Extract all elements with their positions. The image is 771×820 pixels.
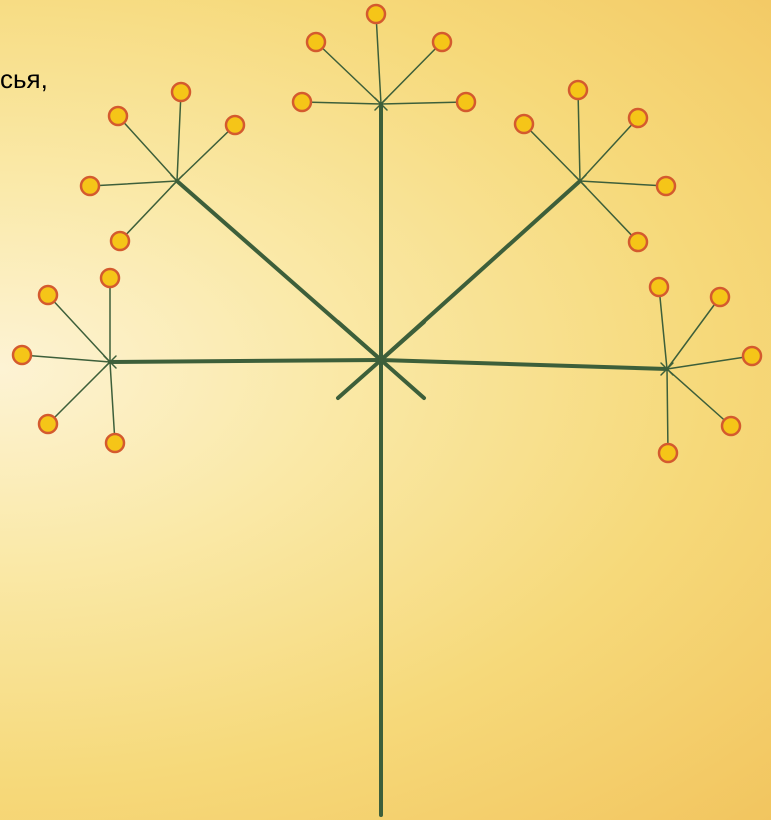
pedicel-upper-left — [118, 116, 177, 181]
pedicel-upper-left — [90, 181, 177, 186]
flower-right-5 — [659, 444, 677, 462]
pedicel-upper-left — [177, 92, 181, 181]
pedicel-upper-right — [580, 118, 638, 181]
flower-right-4 — [722, 417, 740, 435]
flower-upper-right-4 — [657, 177, 675, 195]
flower-top-5 — [457, 93, 475, 111]
flower-upper-right-3 — [629, 109, 647, 127]
pedicel-right — [659, 287, 667, 369]
flower-upper-left-3 — [172, 83, 190, 101]
flower-left-3 — [101, 269, 119, 287]
flower-upper-left-4 — [226, 116, 244, 134]
pedicel-left — [110, 362, 115, 443]
flower-upper-left-2 — [109, 107, 127, 125]
flower-upper-right-5 — [629, 233, 647, 251]
flower-top-2 — [307, 33, 325, 51]
umbel-ray-left — [110, 360, 381, 362]
umbel-ray-upper-left — [177, 181, 381, 360]
umbel-ray-upper-right — [381, 181, 580, 360]
pedicel-left — [22, 355, 110, 362]
pedicel-top — [316, 42, 381, 104]
pedicel-upper-right — [580, 181, 638, 242]
pedicel-right — [667, 369, 731, 426]
pedicel-top — [381, 42, 442, 104]
pedicel-upper-left — [177, 125, 235, 181]
pedicel-right — [667, 356, 752, 369]
pedicel-top — [376, 14, 381, 104]
umbel-stems — [22, 14, 752, 815]
pedicel-upper-left — [120, 181, 177, 241]
flower-upper-right-1 — [515, 115, 533, 133]
pedicel-upper-right — [524, 124, 580, 181]
pedicel-left — [48, 295, 110, 362]
flower-left-4 — [39, 415, 57, 433]
umbel-flowers — [13, 5, 761, 462]
flower-top-3 — [367, 5, 385, 23]
pedicel-right — [667, 369, 668, 453]
flower-upper-left-1 — [81, 177, 99, 195]
umbel-ray-right — [381, 360, 667, 369]
flower-right-3 — [743, 347, 761, 365]
pedicel-left — [48, 362, 110, 424]
pedicel-right — [667, 297, 720, 369]
flower-left-1 — [13, 346, 31, 364]
flower-upper-right-2 — [569, 81, 587, 99]
flower-right-2 — [711, 288, 729, 306]
flower-left-2 — [39, 286, 57, 304]
flower-top-4 — [433, 33, 451, 51]
pedicel-upper-right — [580, 181, 666, 186]
flower-right-1 — [650, 278, 668, 296]
flower-upper-left-5 — [111, 232, 129, 250]
pedicel-top — [381, 102, 466, 104]
flower-left-5 — [106, 434, 124, 452]
pedicel-top — [302, 102, 381, 104]
flower-top-1 — [293, 93, 311, 111]
pedicel-upper-right — [578, 90, 580, 181]
